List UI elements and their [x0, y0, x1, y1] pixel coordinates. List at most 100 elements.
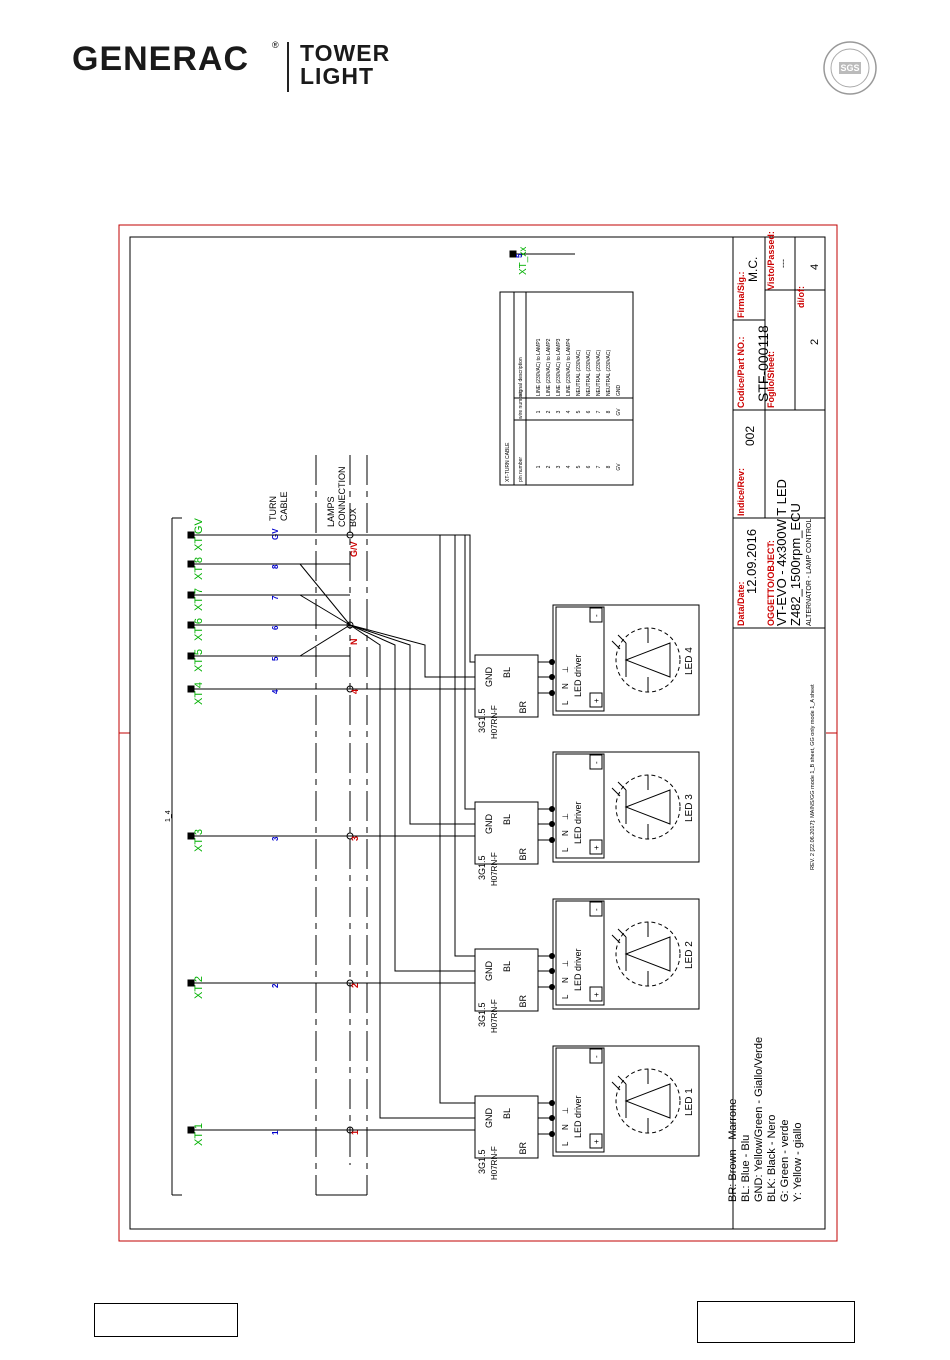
gv-box-label: G/V: [349, 541, 359, 557]
tb-object-label: OGGETTO/OBJECT:: [766, 540, 776, 626]
lamp3-pin-gnd: ⊥: [561, 813, 570, 820]
lamp1-cable-type: 3G1.5: [477, 1149, 487, 1174]
cable-table-desc-9: GND: [616, 385, 622, 397]
lamp3-wire-br: BR: [518, 848, 528, 861]
cable-table-desc-3: LINE (230VAC) to LAMP3: [556, 338, 562, 396]
ground-run-4: [350, 534, 475, 663]
lamp3-name: LED 3: [684, 794, 695, 822]
lamp2-driver-box: [555, 900, 605, 1006]
tb-date-value: 12.09.2016: [744, 529, 759, 594]
tb-revision-note: REV. 2 [22.06.2017]: MAINS/GG mode 1_B s…: [810, 684, 816, 870]
lamp2-driver-label: LED driver: [573, 948, 583, 991]
lamp3-lead-dot-0: [549, 806, 555, 812]
lamp4-cable-box: [474, 654, 539, 718]
lamp2-led-ray-0: [611, 934, 621, 944]
lamp2-cable-code: H07RN-F: [490, 999, 499, 1033]
tb-date-label: Data/Date:: [736, 581, 746, 626]
lamp4-pin-n: N: [561, 683, 570, 689]
legend-line-6: Y: Yellow - giallo: [792, 1123, 804, 1203]
lamp2-wire-br: BR: [518, 995, 528, 1008]
cable-table-desc-6: NEUTRAL (230VAC): [586, 350, 592, 396]
tb-code-label: Codice/Part NO.:: [736, 336, 746, 408]
lamp2-led-triangle: [624, 936, 671, 972]
lamp2-plus-box: [589, 986, 603, 1002]
lamp4-cable-code: H07RN-F: [490, 705, 499, 739]
cable-table-pin-8: 8: [606, 465, 612, 468]
tb-object-line3: ALTERNATOR - LAMP CONTROL: [806, 519, 813, 626]
terminal-label-xt_7: XT 7: [193, 588, 205, 611]
lamp3-lead-dot-2: [549, 837, 555, 843]
seal-text: SGS: [840, 63, 859, 73]
wire-number-gv: GV: [271, 528, 280, 540]
lamp2-minus-box: [589, 901, 603, 917]
cable-table-pin-4: 4: [566, 465, 572, 468]
lamp1-wire-br: BR: [518, 1142, 528, 1155]
turn-cable-label-2: CABLE: [279, 491, 289, 521]
tb-object-line2: Z482_1500rpm_ECU: [788, 503, 803, 626]
tb-of-label: di/of:: [796, 286, 806, 308]
footer-box-left: [94, 1303, 238, 1337]
lamp3-housing: [552, 751, 700, 863]
box-number-1: 1: [350, 1130, 360, 1135]
lamp4-plus-box: [589, 692, 603, 708]
wire-number-6: 6: [271, 625, 280, 630]
lamp4-driver-box: [555, 606, 605, 712]
neutral-converge-1: [299, 594, 351, 626]
lamp2-cable-box: [474, 948, 539, 1012]
tb-object-line1: VT-EVO - 4x300W T LED: [774, 479, 789, 626]
logo-product-line2: LIGHT: [300, 63, 374, 89]
lamp4-lead-dot-2: [549, 690, 555, 696]
lamp2-lead-dot-1: [549, 968, 555, 974]
lamp4-wire-bl: BL: [502, 667, 512, 678]
lamp1-led-ray-1: [617, 1075, 627, 1085]
lamp4-wire-gnd: GND: [484, 667, 494, 688]
box-number-4: 4: [350, 689, 360, 694]
cable-table-wire-9: GV: [616, 408, 622, 416]
lamp1-driver-box: [555, 1047, 605, 1153]
wire-number-5: 5: [271, 656, 280, 661]
neutral-run-1: [349, 624, 475, 1119]
cable-table-pin-6: 6: [586, 465, 592, 468]
lamp4-led-triangle: [624, 642, 671, 678]
lamp4-minus: -: [592, 614, 601, 617]
lamp2-plus: +: [592, 992, 601, 997]
lamp4-lead-dot-1: [549, 674, 555, 680]
cable-table-wire-2: 2: [546, 410, 552, 413]
lamp4-minus-box: [589, 607, 603, 623]
legend-line-4: BLK: Black - Nero: [766, 1115, 778, 1202]
cable-table-pin-1: 1: [536, 465, 542, 468]
cable-table-header-2: wire number: [518, 391, 524, 419]
cable-table-wire-5: 5: [576, 410, 582, 413]
lamps-box-label-2: CONNECTION: [337, 467, 347, 528]
lamp4-name: LED 4: [684, 647, 695, 675]
wire-number-2: 2: [271, 983, 280, 988]
cable-table-wire-4: 4: [566, 410, 572, 413]
cable-table-pin-5: 5: [576, 465, 582, 468]
cable-table-desc-8: NEUTRAL (230VAC): [606, 350, 612, 396]
lamp3-lead-dot-1: [549, 821, 555, 827]
inner-frame: [129, 236, 826, 1230]
terminal-label-xt_6: XT 6: [193, 618, 205, 641]
lamp4-lead-dot-0: [549, 659, 555, 665]
ground-run-3: [350, 534, 475, 810]
footer-box-right: [697, 1301, 855, 1343]
lamp4-cable-type: 3G1.5: [477, 708, 487, 733]
cable-table-header-3: signal description: [518, 357, 524, 396]
tb-sheet-value: 2: [809, 339, 821, 345]
terminal-label-xt_4: XT 4: [193, 682, 205, 705]
xt-xx-terminal: [509, 250, 517, 258]
tb-of-value: 4: [809, 264, 821, 270]
cable-table-wire-6: 6: [586, 410, 592, 413]
lamp4-pin-l: L: [561, 700, 570, 705]
terminal-label-xt_gv: XT GV: [193, 518, 205, 551]
lamp3-led-ray-0: [611, 787, 621, 797]
lamps-box-label-3: BOX: [348, 508, 358, 527]
lamps-box-label-1: LAMPS: [326, 496, 336, 527]
neutral-converge-2: [299, 624, 351, 657]
lamp3-plus: +: [592, 845, 601, 850]
lamp2-wire-gnd: GND: [484, 961, 494, 982]
cable-table-border: [499, 291, 634, 486]
neutral-run-3: [349, 624, 475, 825]
terminal-label-xt_2: XT 2: [193, 976, 205, 999]
